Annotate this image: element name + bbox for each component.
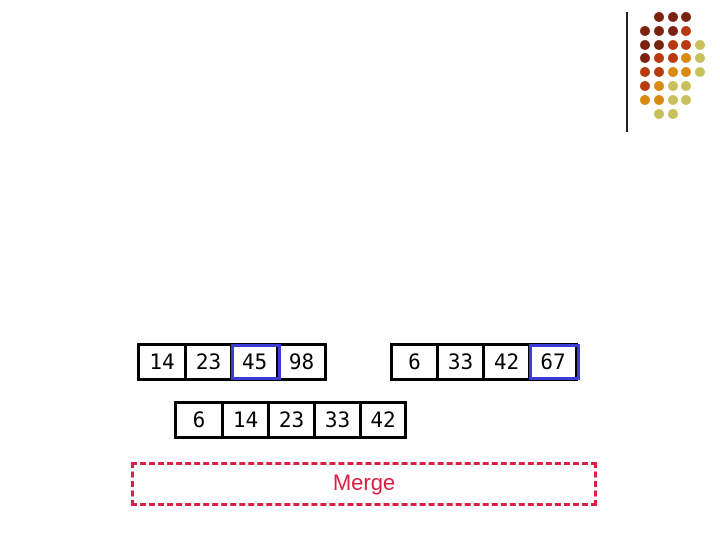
merged-cell-3: 33 [316, 404, 362, 436]
decorative-dot [668, 109, 678, 119]
decorative-dot [668, 53, 678, 63]
decorative-dot [654, 40, 664, 50]
right-cell-0: 6 [393, 346, 439, 378]
decorative-dot [654, 81, 664, 91]
decorative-dot [640, 26, 650, 36]
merge-region: Merge [131, 462, 597, 506]
decorative-dot [681, 12, 691, 22]
decorative-dot [668, 26, 678, 36]
right-subarray: 6 33 42 67 [390, 343, 578, 381]
decorative-dot [681, 81, 691, 91]
decorative-dot [654, 26, 664, 36]
decorative-dot [640, 53, 650, 63]
decorative-dot [681, 40, 691, 50]
decorative-dot [681, 95, 691, 105]
merged-cell-1: 14 [224, 404, 270, 436]
decorative-dot [668, 67, 678, 77]
left-cell-3: 98 [279, 346, 327, 378]
decorative-dot [640, 67, 650, 77]
left-cell-2: 45 [233, 346, 279, 378]
decorative-dot [695, 67, 705, 77]
decorative-dot [654, 67, 664, 77]
decorative-dot [640, 81, 650, 91]
decorative-dot [681, 26, 691, 36]
decorative-dot [668, 12, 678, 22]
decorative-dot [654, 95, 664, 105]
right-cell-2: 42 [485, 346, 531, 378]
decorative-vertical-line [626, 12, 628, 132]
decorative-dot [640, 95, 650, 105]
decorative-dot [681, 53, 691, 63]
decorative-dot [668, 95, 678, 105]
merge-label: Merge [333, 470, 395, 496]
decorative-dot [654, 109, 664, 119]
decorative-dot [668, 40, 678, 50]
left-subarray: 14 23 45 98 [137, 343, 327, 381]
merged-cell-2: 23 [270, 404, 316, 436]
decorative-dot [695, 40, 705, 50]
decorative-dot-grid [0, 0, 720, 140]
decorative-dot [681, 67, 691, 77]
merged-cell-4: 42 [362, 404, 407, 436]
decorative-dot [654, 53, 664, 63]
decorative-dot [695, 53, 705, 63]
decorative-dot [668, 81, 678, 91]
left-cell-0: 14 [140, 346, 187, 378]
decorative-dot [640, 40, 650, 50]
merged-array: 6 14 23 33 42 [174, 401, 407, 439]
merged-cell-0: 6 [177, 404, 224, 436]
right-cell-3: 67 [531, 346, 578, 378]
decorative-dot [654, 12, 664, 22]
left-cell-1: 23 [187, 346, 233, 378]
right-cell-1: 33 [439, 346, 485, 378]
